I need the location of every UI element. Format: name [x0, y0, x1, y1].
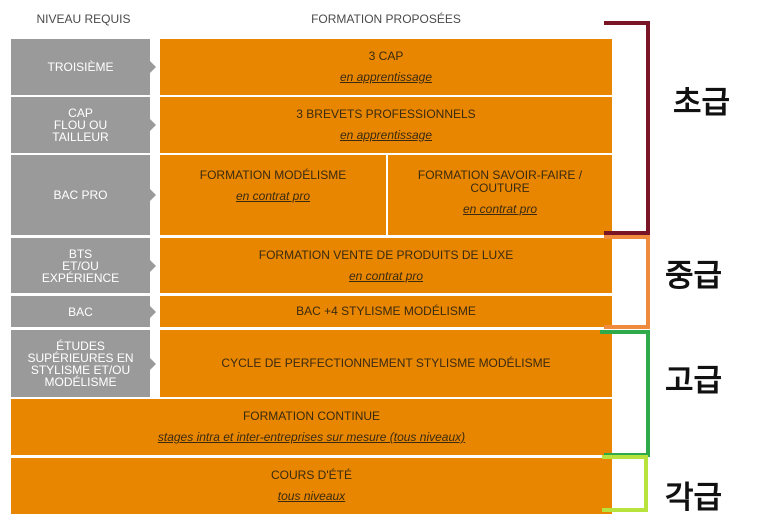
bracket-all-top: [602, 455, 648, 459]
level-cap-flou-tailleur: CAP FLOU OU TAILLEUR: [11, 97, 156, 153]
bracket-advanced-top: [600, 330, 650, 334]
formation-column-header: FORMATION PROPOSÉES: [311, 12, 461, 26]
formation-title: 3 BREVETS PROFESSIONNELS: [296, 107, 476, 121]
level-bts: BTS ET/OU EXPÉRIENCE: [11, 238, 156, 293]
level-bac-pro: BAC PRO: [11, 155, 156, 235]
formation-link[interactable]: tous niveaux: [277, 489, 346, 503]
level-label: ÉTUDES SUPÉRIEURES EN STYLISME ET/OU MOD…: [27, 338, 134, 389]
formation-bac4[interactable]: BAC +4 STYLISME MODÉLISME: [160, 296, 612, 327]
formation-cap[interactable]: 3 CAP en apprentissage: [160, 39, 612, 95]
bracket-intermediate-bottom: [604, 325, 650, 329]
level-label: TROISIÈME: [47, 60, 114, 74]
formation-title: COURS D'ÉTÉ: [271, 468, 352, 482]
level-label: BAC PRO: [53, 188, 108, 202]
level-etudes-superieures: ÉTUDES SUPÉRIEURES EN STYLISME ET/OU MOD…: [11, 330, 156, 397]
formation-savoir-faire[interactable]: FORMATION SAVOIR-FAIRE / COUTURE en cont…: [388, 155, 612, 235]
formation-title: FORMATION SAVOIR-FAIRE / COUTURE: [417, 168, 583, 195]
formation-title: FORMATION VENTE DE PRODUITS DE LUXE: [258, 247, 514, 262]
bracket-label-advanced: 고급: [665, 363, 723, 399]
formation-cours-ete[interactable]: COURS D'ÉTÉ tous niveaux: [11, 458, 612, 514]
formation-link[interactable]: en contrat pro: [462, 202, 538, 216]
formation-link[interactable]: stages intra et inter-entreprises sur me…: [157, 430, 466, 444]
bracket-all-vertical: [644, 455, 648, 512]
formation-brevets[interactable]: 3 BREVETS PROFESSIONNELS en apprentissag…: [160, 97, 612, 153]
bracket-label-beginner: 초급: [673, 85, 731, 121]
formation-title: BAC +4 STYLISME MODÉLISME: [296, 304, 476, 318]
bracket-beginner: [604, 21, 650, 25]
formation-cycle[interactable]: CYCLE DE PERFECTIONNEMENT STYLISME MODÉL…: [160, 330, 612, 397]
level-troisieme: TROISIÈME: [11, 39, 156, 95]
formation-link[interactable]: en apprentissage: [339, 70, 433, 84]
bracket-label-all-levels: 각급: [665, 480, 723, 516]
bracket-advanced-vertical: [646, 330, 650, 457]
bracket-beginner-vertical: [646, 21, 650, 235]
formation-link[interactable]: en contrat pro: [235, 189, 311, 203]
level-label: BTS ET/OU EXPÉRIENCE: [41, 246, 120, 285]
level-column-header: NIVEAU REQUIS: [36, 12, 131, 26]
formation-modelisme[interactable]: FORMATION MODÉLISME en contrat pro: [160, 155, 386, 235]
formation-title: FORMATION MODÉLISME: [199, 168, 347, 182]
level-bac: BAC: [11, 296, 156, 327]
bracket-all-bottom: [602, 508, 648, 512]
level-label: BAC: [68, 304, 93, 319]
bracket-intermediate-vertical: [646, 235, 650, 329]
formation-luxe[interactable]: FORMATION VENTE DE PRODUITS DE LUXE en c…: [160, 238, 612, 293]
bracket-intermediate-top: [604, 235, 650, 239]
bracket-beginner-bottom: [604, 231, 650, 235]
formation-title: CYCLE DE PERFECTIONNEMENT STYLISME MODÉL…: [221, 356, 551, 370]
formation-continue[interactable]: FORMATION CONTINUE stages intra et inter…: [11, 399, 612, 455]
formation-title: FORMATION CONTINUE: [242, 409, 381, 423]
formation-title: 3 CAP: [368, 49, 404, 63]
level-label: CAP FLOU OU TAILLEUR: [52, 106, 109, 144]
formation-link[interactable]: en apprentissage: [339, 128, 433, 142]
formation-link[interactable]: en contrat pro: [348, 268, 424, 283]
bracket-label-intermediate: 중급: [665, 258, 723, 294]
